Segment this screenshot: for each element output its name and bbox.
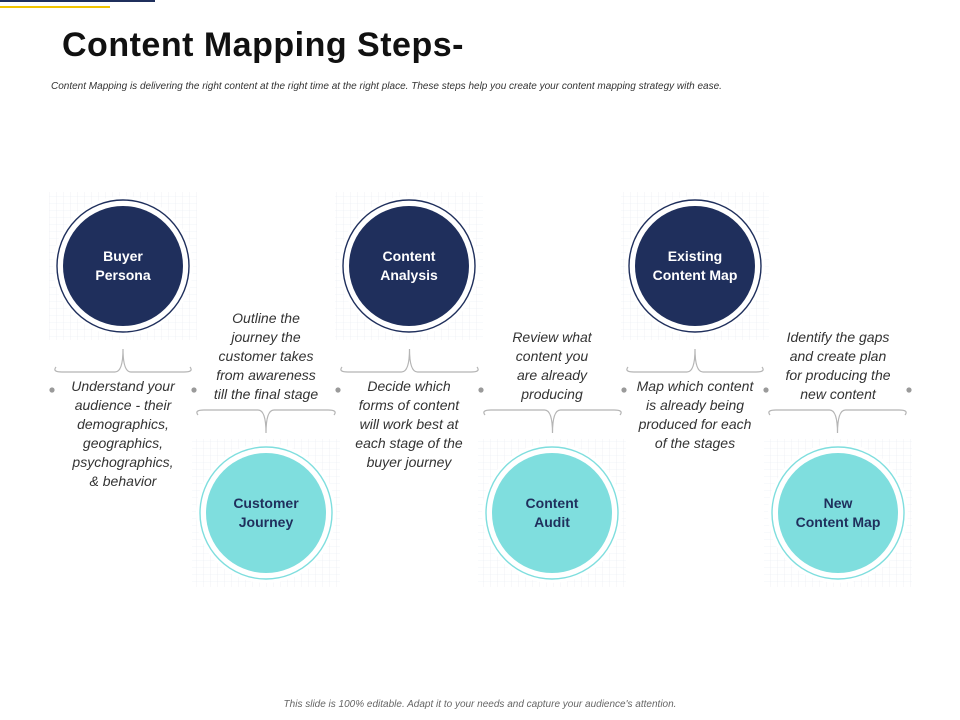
description-line: buyer journey bbox=[366, 454, 452, 470]
step-label-line: Journey bbox=[238, 514, 294, 530]
description-line: Understand your bbox=[71, 378, 175, 394]
description-line: Map which content bbox=[636, 378, 754, 394]
circle-outer-ring-1 bbox=[56, 199, 190, 333]
description-line: forms of content bbox=[358, 397, 460, 413]
page-title: Content Mapping Steps- bbox=[62, 26, 464, 64]
step-label-line: Content bbox=[525, 495, 579, 511]
description-line: will work best at bbox=[359, 416, 459, 432]
circle-outer-ring-6 bbox=[771, 446, 905, 580]
circle-outer-ring-3 bbox=[342, 199, 476, 333]
connector-dot-1 bbox=[49, 387, 55, 393]
step-label-line: Customer bbox=[233, 495, 299, 511]
description-line: demographics, bbox=[77, 416, 169, 432]
description-line: content you bbox=[515, 348, 589, 364]
description-line: Review what bbox=[512, 329, 592, 345]
page-subtitle: Content Mapping is delivering the right … bbox=[51, 81, 722, 92]
top-accent-yellow bbox=[0, 6, 110, 8]
description-line: each stage of the bbox=[355, 435, 463, 451]
step-description-5: Map which content is already being produce… bbox=[630, 377, 760, 453]
connector-dot-3 bbox=[335, 387, 341, 393]
step-description-4: Review what content you are already produci… bbox=[487, 328, 617, 404]
connector-brace-6 bbox=[768, 409, 907, 434]
step-circle-6 bbox=[778, 453, 898, 573]
step-circle-2 bbox=[206, 453, 326, 573]
step-label-line: Buyer bbox=[103, 248, 143, 264]
step-description-3: Decide which forms of content will work be… bbox=[344, 377, 474, 472]
connector-brace-5 bbox=[626, 348, 764, 373]
top-accent-navy bbox=[0, 0, 155, 2]
step-label-line: Content Map bbox=[795, 514, 881, 530]
description-line: journey the bbox=[231, 329, 301, 345]
description-line: psychographics, bbox=[72, 454, 174, 470]
connector-dot-6 bbox=[763, 387, 769, 393]
step-circle-3 bbox=[349, 206, 469, 326]
step-description-6: Identify the gaps and create plan for prod… bbox=[773, 328, 903, 404]
step-label-line: Content bbox=[382, 248, 436, 264]
description-line: is already being bbox=[645, 397, 745, 413]
step-label-line: Persona bbox=[95, 267, 151, 283]
connector-brace-1 bbox=[54, 348, 192, 373]
step-description-1: Understand your audience - their demograph… bbox=[58, 377, 188, 491]
description-line: geographics, bbox=[82, 435, 164, 451]
connector-brace-3 bbox=[340, 348, 479, 373]
description-line: audience - their bbox=[74, 397, 172, 413]
description-line: Identify the gaps bbox=[786, 329, 890, 345]
step-label-line: Existing bbox=[667, 248, 723, 264]
description-line: Outline the bbox=[232, 310, 300, 326]
description-line: & behavior bbox=[89, 473, 157, 489]
step-circle-5 bbox=[635, 206, 755, 326]
circle-outer-ring-5 bbox=[628, 199, 762, 333]
connector-brace-2 bbox=[196, 409, 336, 434]
circle-outer-ring-4 bbox=[485, 446, 619, 580]
description-line: for producing the bbox=[785, 367, 891, 383]
step-label-line: New bbox=[823, 495, 853, 511]
description-line: from awareness bbox=[216, 367, 316, 383]
step-label-line: Content Map bbox=[652, 267, 738, 283]
step-label-line: Analysis bbox=[380, 267, 438, 283]
description-line: are already bbox=[516, 367, 588, 383]
description-line: till the final stage bbox=[213, 386, 319, 402]
connector-dot-2 bbox=[191, 387, 197, 393]
step-circle-4 bbox=[492, 453, 612, 573]
step-circle-1 bbox=[63, 206, 183, 326]
footer-note: This slide is 100% editable. Adapt it to… bbox=[283, 699, 677, 710]
description-line: Decide which bbox=[367, 378, 451, 394]
description-line: producing bbox=[521, 386, 583, 402]
description-line: and create plan bbox=[789, 348, 887, 364]
description-line: customer takes bbox=[218, 348, 314, 364]
circle-outer-ring-2 bbox=[199, 446, 333, 580]
connector-brace-4 bbox=[483, 409, 622, 434]
step-description-2: Outline the journey the customer takes from… bbox=[201, 309, 331, 404]
description-line: new content bbox=[800, 386, 876, 402]
connector-dot-7 bbox=[906, 387, 912, 393]
description-line: of the stages bbox=[654, 435, 736, 451]
connector-dot-4 bbox=[478, 387, 484, 393]
step-label-line: Audit bbox=[534, 514, 570, 530]
description-line: produced for each bbox=[638, 416, 752, 432]
connector-dot-5 bbox=[621, 387, 627, 393]
